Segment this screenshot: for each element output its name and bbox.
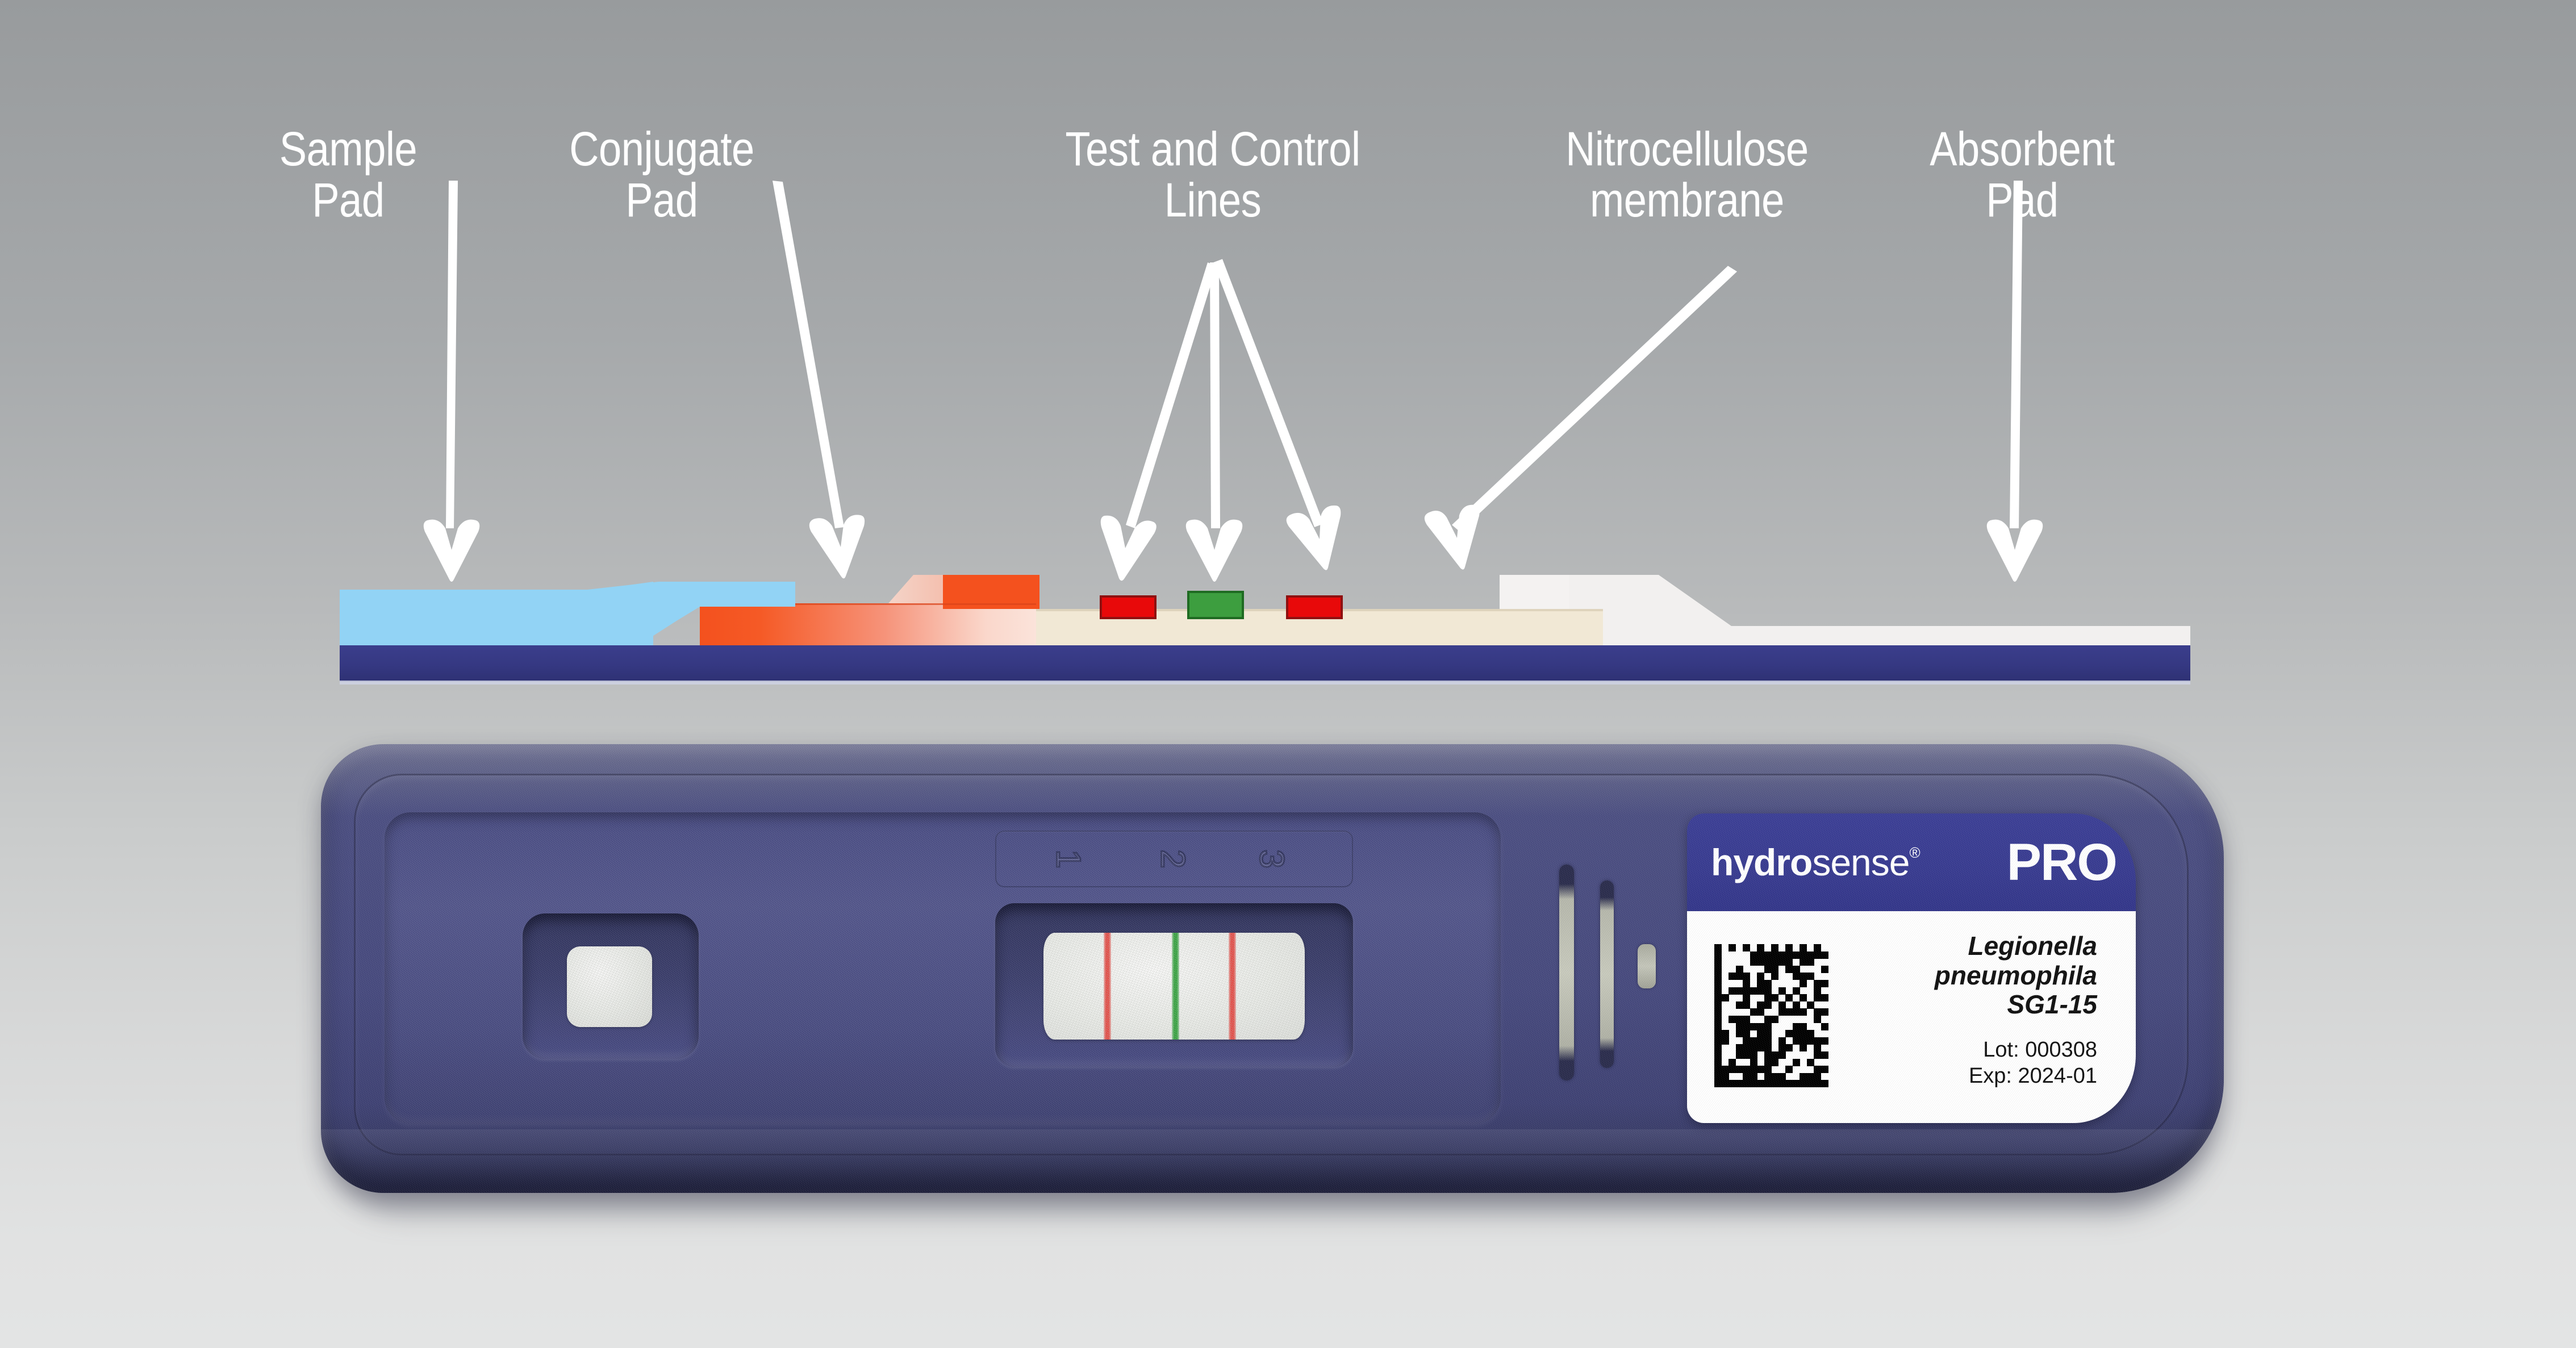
embossed-step-numbers: 1 2 3	[995, 830, 1353, 887]
cassette-body: 1 2 3 hydros	[321, 744, 2224, 1193]
grip-ridge-long	[1559, 865, 1574, 1080]
sample-pad-shape	[340, 582, 653, 645]
label-body: Legionella pneumophila SG1-15 Lot: 00030…	[1687, 911, 2136, 1123]
label-header: hydrosense® PRO	[1687, 813, 2136, 911]
conjugate-pad-riser	[943, 575, 1039, 609]
test-line-1	[1100, 595, 1157, 619]
organism-serogroup: SG1-15	[2007, 990, 2097, 1020]
result-band-control	[1172, 933, 1179, 1040]
label-absorbent-pad: Absorbent Pad	[1930, 122, 2115, 227]
cassette-bottom-lip	[321, 1129, 2224, 1193]
sample-pad-top	[700, 582, 795, 603]
datamatrix-barcode[interactable]	[1714, 944, 1828, 1088]
lot-and-expiry: Lot: 000308 Exp: 2024-01	[1845, 1037, 2097, 1090]
result-band-test-1	[1104, 933, 1111, 1040]
brand-logo: hydrosense®	[1711, 844, 1920, 881]
grip-ridge-short	[1600, 880, 1614, 1068]
sample-well-pad	[567, 946, 652, 1027]
label-test-and-control-lines: Test and Control Lines	[1065, 122, 1360, 227]
cassette-inner-bevel	[354, 774, 2189, 1155]
brand-bold: hydro	[1711, 841, 1813, 883]
expiry-date: Exp: 2024-01	[1968, 1063, 2097, 1088]
result-window[interactable]	[995, 903, 1353, 1067]
embossed-step-3: 3	[1252, 849, 1292, 869]
organism-name: Legionella pneumophila SG1-15	[1845, 931, 2097, 1020]
label-text-block: Legionella pneumophila SG1-15 Lot: 00030…	[1845, 931, 2112, 1090]
product-tier-badge: PRO	[2006, 833, 2118, 891]
result-window-membrane	[1043, 933, 1305, 1040]
lot-number: Lot: 000308	[1983, 1037, 2097, 1062]
label-nitrocellulose-membrane: Nitrocellulose membrane	[1565, 122, 1809, 227]
brand-light: sense	[1812, 841, 1910, 883]
sample-well[interactable]	[523, 913, 699, 1059]
label-sample-pad: Sample Pad	[279, 122, 417, 227]
result-band-test-2	[1229, 933, 1236, 1040]
product-label: hydrosense® PRO Legionella pneumophila S…	[1687, 813, 2136, 1123]
conjugate-pad-shape	[700, 603, 1036, 645]
embossed-step-2: 2	[1153, 849, 1193, 869]
alignment-dot	[1638, 944, 1656, 988]
test-cassette[interactable]: 1 2 3 hydros	[321, 744, 2224, 1213]
organism-line-1: Legionella	[1968, 931, 2097, 961]
backing-card	[340, 645, 2190, 682]
organism-line-2: pneumophila	[1934, 960, 2097, 990]
label-conjugate-pad: Conjugate Pad	[569, 122, 754, 227]
embossed-step-1: 1	[1049, 849, 1088, 869]
test-and-control-lines	[1100, 591, 1343, 619]
control-line	[1187, 591, 1244, 619]
absorbent-pad-shape	[1500, 575, 2190, 645]
cassette-recessed-plate: 1 2 3	[385, 812, 1501, 1124]
registered-trademark-icon: ®	[1909, 844, 1920, 861]
sample-pad-slope	[578, 582, 702, 645]
test-line-2	[1286, 595, 1343, 619]
